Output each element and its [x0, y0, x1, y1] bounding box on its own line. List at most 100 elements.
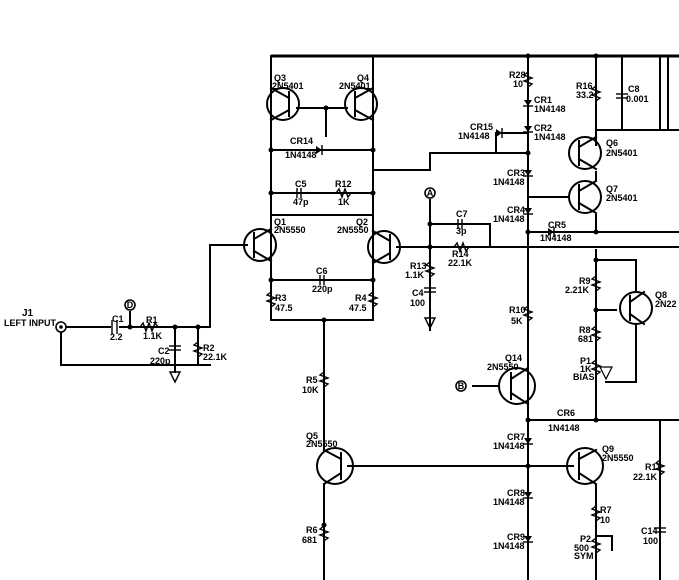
transistor-q6: Q6 2N5401 — [568, 135, 638, 171]
r12-value: 1K — [338, 197, 350, 207]
p1-value: 1K — [580, 364, 592, 374]
cr3-part: 1N4148 — [493, 177, 525, 187]
c8-value: 0.001 — [626, 94, 649, 104]
diode-cr1: CR1 1N4148 — [523, 95, 566, 114]
cr6-ref: CR6 — [557, 408, 575, 418]
diode-cr14: CR14 1N4148 — [285, 136, 323, 160]
resistor-r3: R3 47.5 — [265, 291, 293, 313]
r4-ref: R4 — [355, 293, 367, 303]
cr9-ref: CR9 — [507, 532, 525, 542]
q2-ref: Q2 — [356, 217, 368, 227]
r3-value: 47.5 — [275, 303, 293, 313]
r3-ref: R3 — [275, 293, 287, 303]
r11-value: 22.1K — [633, 472, 658, 482]
capacitor-c2: C2 220p — [150, 345, 181, 366]
q2-part: 2N5550 — [337, 225, 369, 235]
r4-value: 47.5 — [349, 303, 367, 313]
c2-value: 220p — [150, 356, 171, 366]
diode-cr3: CR3 1N4148 — [493, 168, 533, 187]
r28-value: 10 — [513, 79, 523, 89]
q4-part: 2N5401 — [339, 81, 371, 91]
c8-ref: C8 — [628, 84, 640, 94]
resistor-r11: R11 22.1K — [633, 459, 666, 482]
cr5-ref: CR5 — [548, 220, 566, 230]
cr7-part: 1N4148 — [493, 441, 525, 451]
cr6-part: 1N4148 — [548, 423, 580, 433]
q9-part: 2N5550 — [602, 453, 634, 463]
wiring — [60, 54, 679, 580]
cr4-ref: CR4 — [507, 205, 525, 215]
transistor-q2: Q2 2N5550 — [337, 217, 401, 265]
cr7-ref: CR7 — [507, 432, 525, 442]
capacitor-c6: C6 220p — [312, 266, 333, 294]
ground-symbol-input — [168, 371, 182, 384]
q4-ref: Q4 — [357, 73, 369, 83]
c5-value: 47p — [293, 197, 309, 207]
diode-cr5: CR5 1N4148 — [540, 220, 572, 243]
transistor-q4: Q4 2N5401 — [339, 73, 378, 122]
r16-ref: R16 — [576, 81, 593, 91]
ground-symbol-feedback — [423, 317, 437, 330]
c5-ref: C5 — [295, 179, 307, 189]
c1-ref: C1 — [112, 314, 124, 324]
diode-cr15: CR15 1N4148 — [458, 122, 529, 154]
capacitor-c8: C8 0.001 — [616, 84, 649, 104]
q8-part: 2N22 — [655, 299, 677, 309]
r14-value: 22.1K — [448, 258, 473, 268]
capacitor-c5: C5 47p — [293, 179, 309, 207]
capacitor-c7: C7 3p — [456, 209, 468, 236]
capacitor-c14: C14 100 — [641, 526, 666, 546]
cr8-ref: CR8 — [507, 488, 525, 498]
q5-ref: Q5 — [306, 431, 318, 441]
connector-j1: J1 LEFT INPUT — [4, 308, 67, 333]
q3-ref: Q3 — [274, 73, 286, 83]
resistor-r10: R10 5K — [509, 305, 534, 326]
cr5-part: 1N4148 — [540, 233, 572, 243]
cr14-ref: CR14 — [290, 136, 313, 146]
p2-ref: P2 — [580, 534, 591, 544]
diode-cr6: CR6 1N4148 — [548, 408, 580, 433]
j1-name: LEFT INPUT — [4, 318, 56, 328]
test-point-d-label: D — [127, 300, 134, 310]
resistor-r6: R6 681 — [302, 525, 330, 545]
test-point-a-label: A — [427, 188, 434, 198]
q14-part: 2N5550 — [487, 362, 519, 372]
resistor-r7: R7 10 — [590, 505, 612, 525]
q1-part: 2N5550 — [274, 225, 306, 235]
resistor-r12: R12 1K — [335, 179, 352, 207]
c4-value: 100 — [410, 298, 425, 308]
r6-ref: R6 — [306, 525, 318, 535]
r9-ref: R9 — [579, 276, 591, 286]
diode-cr7: CR7 1N4148 — [493, 432, 533, 451]
pot-p1: P1 1K BIAS — [573, 356, 613, 382]
q8-ref: Q8 — [655, 290, 667, 300]
p1-name: BIAS — [573, 372, 595, 382]
p1-ref: P1 — [580, 356, 591, 366]
transistor-q3: Q3 2N5401 — [266, 73, 304, 122]
q3-part: 2N5401 — [272, 81, 304, 91]
c14-value: 100 — [643, 536, 658, 546]
p2-name: SYM — [574, 551, 594, 561]
c14-ref: C14 — [641, 526, 658, 536]
c6-value: 220p — [312, 284, 333, 294]
cr14-part: 1N4148 — [285, 150, 317, 160]
r1-value: 1.1K — [143, 331, 163, 341]
diode-cr4: CR4 1N4148 — [493, 205, 533, 224]
transistor-q7: Q7 2N5401 — [527, 179, 638, 215]
j1-ref: J1 — [22, 308, 34, 319]
resistor-r1: R1 1.1K — [139, 315, 163, 341]
cr15-part: 1N4148 — [458, 131, 490, 141]
r8-value: 681 — [578, 334, 593, 344]
c7-value: 3p — [456, 226, 467, 236]
cr4-part: 1N4148 — [493, 214, 525, 224]
test-point-a: A — [424, 187, 436, 199]
cr15-ref: CR15 — [470, 122, 493, 132]
cr3-ref: CR3 — [507, 168, 525, 178]
junction-dots — [127, 53, 599, 528]
q1-ref: Q1 — [274, 217, 286, 227]
r6-value: 681 — [302, 535, 317, 545]
r28-ref: R28 — [509, 70, 526, 80]
transistor-q1: Q1 2N5550 — [243, 217, 306, 263]
cr1-part: 1N4148 — [534, 104, 566, 114]
